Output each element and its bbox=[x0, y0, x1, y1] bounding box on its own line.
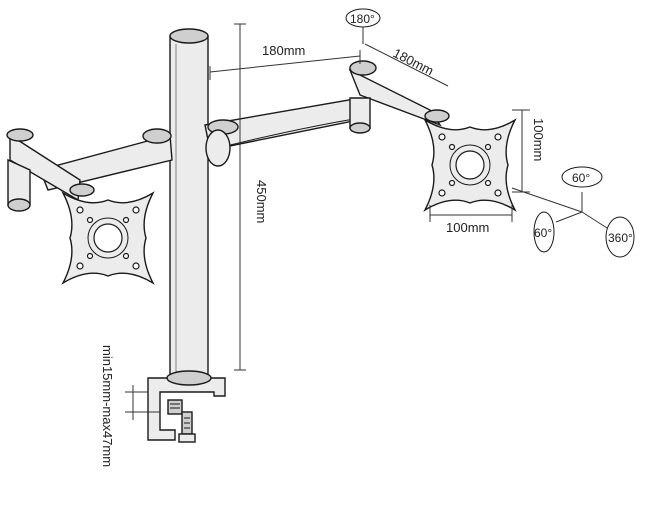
right-arm bbox=[204, 60, 450, 167]
tilt-up-rotation-icon bbox=[561, 166, 603, 188]
rotation-tilt-up-label: 60° bbox=[572, 171, 590, 185]
left-arm bbox=[6, 128, 173, 212]
rotation-tilt-side-label: 60° bbox=[534, 226, 552, 240]
rotate-360-icon bbox=[605, 216, 635, 258]
dim-arm-length-1: 180mm bbox=[262, 43, 305, 58]
tilt-side-rotation-icon bbox=[533, 211, 555, 253]
dim-vesa-width: 100mm bbox=[446, 220, 489, 235]
rotation-360-label: 360° bbox=[608, 231, 633, 245]
pole bbox=[169, 28, 209, 382]
desk-clamp bbox=[147, 370, 226, 443]
clamp-screw-left bbox=[167, 399, 183, 415]
right-vesa-plate bbox=[423, 118, 517, 212]
dimension-lines bbox=[125, 23, 530, 420]
rotation-swivel-label: 180° bbox=[350, 12, 375, 26]
rotation-axes bbox=[345, 8, 635, 258]
dim-arm-length-2: 180mm bbox=[391, 45, 436, 78]
left-vesa-plate bbox=[61, 191, 155, 285]
dim-pole-height: 450mm bbox=[254, 180, 269, 223]
dim-clamp-range: min15mm-max47mm bbox=[100, 345, 115, 467]
dim-vesa-height: 100mm bbox=[531, 118, 546, 161]
